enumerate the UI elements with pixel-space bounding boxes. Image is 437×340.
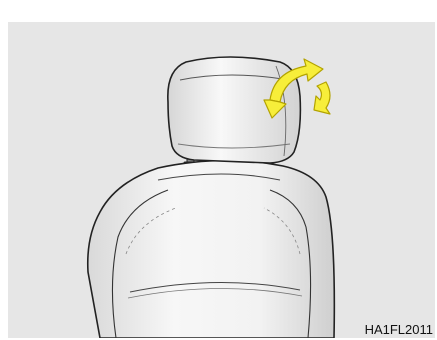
illustration-panel: HA1FL2011 [8, 22, 435, 338]
figure-code: HA1FL2011 [365, 322, 433, 337]
seat-illustration [8, 22, 435, 338]
seat-back [88, 160, 335, 338]
